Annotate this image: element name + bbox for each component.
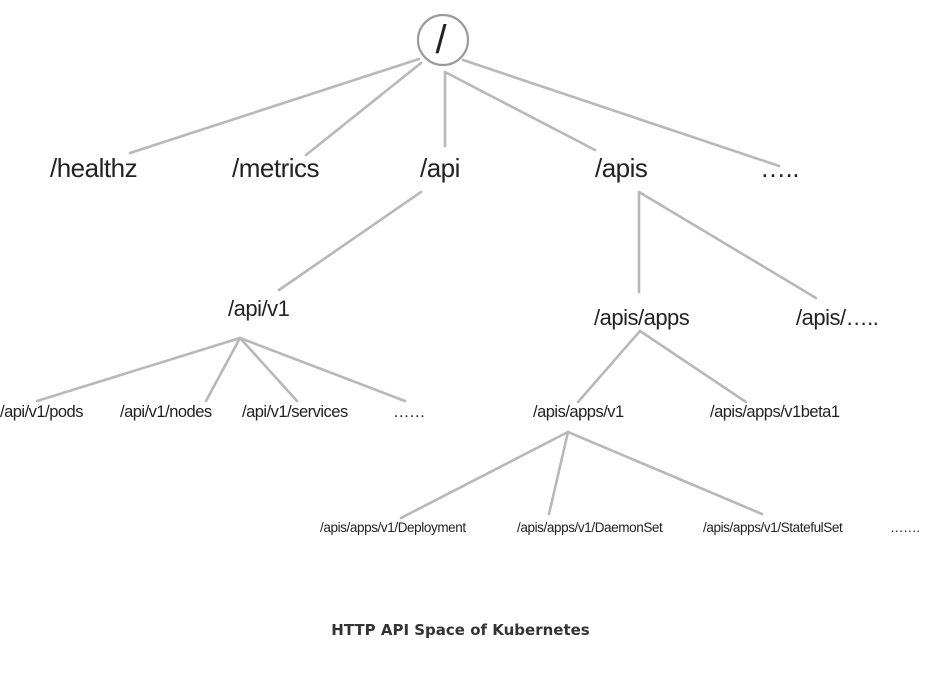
edge-v1-pods — [35, 336, 242, 403]
node-api-v1-more: …… — [393, 403, 425, 421]
apps-v1-edges — [399, 430, 764, 520]
node-api-v1-services: /api/v1/services — [242, 403, 348, 421]
root-label: / — [435, 18, 447, 62]
edge-apis-more — [637, 190, 818, 300]
root-circle — [416, 13, 470, 67]
node-level1-more: ….. — [760, 153, 799, 183]
node-apis-more: /apis/….. — [796, 305, 878, 330]
node-api-v1-pods: /api/v1/pods — [0, 403, 83, 421]
edge-root-healthz — [128, 57, 421, 155]
node-daemonset: /apis/apps/v1/DaemonSet — [517, 520, 663, 535]
node-apis-apps-v1: /apis/apps/v1 — [533, 403, 624, 421]
edge-api-v1 — [277, 190, 423, 292]
node-apis: /apis — [595, 153, 648, 183]
node-api: /api — [420, 153, 460, 183]
node-statefulset: /apis/apps/v1/StatefulSet — [703, 520, 843, 535]
edge-appsv1-statefulset — [566, 430, 764, 516]
edge-v1-services — [238, 336, 299, 403]
edge-appsv1-daemonset — [547, 430, 570, 516]
node-api-v1-nodes: /api/v1/nodes — [120, 403, 212, 421]
edge-apps-v1beta1 — [638, 329, 748, 404]
edge-root-apis — [443, 70, 597, 152]
edge-appsv1-deployment — [399, 430, 570, 520]
edge-apps-v1 — [576, 329, 642, 404]
edge-root-metrics — [304, 61, 423, 157]
node-metrics: /metrics — [232, 153, 320, 183]
node-api-v1: /api/v1 — [228, 296, 290, 321]
api-v1-edges — [35, 336, 407, 403]
node-apis-apps: /apis/apps — [594, 305, 690, 330]
edge-v1-nodes — [204, 336, 242, 403]
api-tree-diagram: / /healthz /metrics /api /apis ….. /api/… — [0, 13, 920, 535]
diagram-caption: HTTP API Space of Kubernetes — [331, 621, 590, 639]
edge-root-more — [461, 58, 781, 168]
apis-apps-edges — [576, 329, 748, 404]
node-apis-apps-v1beta1: /apis/apps/v1beta1 — [710, 403, 840, 421]
node-healthz: /healthz — [50, 153, 137, 183]
level1-edges — [277, 190, 818, 300]
edge-v1-more — [238, 336, 407, 403]
root-edges — [128, 57, 781, 168]
root-node: / — [416, 13, 470, 67]
node-v1-more: ……. — [890, 520, 920, 535]
node-deployment: /apis/apps/v1/Deployment — [320, 520, 466, 535]
